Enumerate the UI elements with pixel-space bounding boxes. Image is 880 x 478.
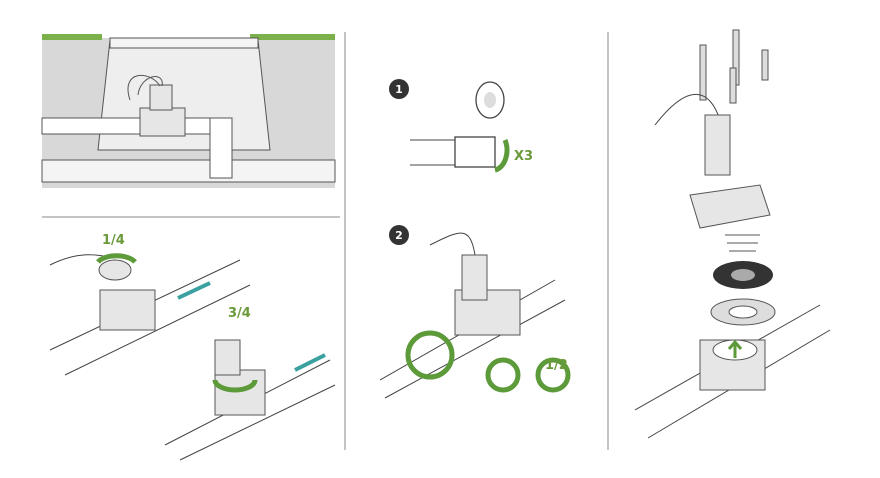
grass bbox=[42, 34, 102, 40]
flow-arrow-icon bbox=[177, 281, 211, 300]
quarter-turn-label: 1/4 bbox=[102, 233, 125, 248]
flow-arrow-icon bbox=[294, 353, 326, 372]
valve-box-illustration bbox=[41, 34, 336, 188]
up-arrow-icon bbox=[727, 339, 743, 358]
half-turn-label: 1/2 bbox=[545, 358, 568, 373]
step1-teflon-tape: 1 X3 bbox=[389, 79, 533, 173]
svg-text:2: 2 bbox=[395, 229, 403, 242]
wrap-count-label: X3 bbox=[514, 149, 533, 164]
step2-install-valve: 2 1/2 bbox=[379, 225, 571, 399]
three-quarter-turn-label: 3/4 bbox=[228, 306, 251, 321]
grass bbox=[250, 34, 335, 40]
wrench-turn-icon bbox=[535, 357, 571, 393]
exploded-valve-view bbox=[634, 29, 831, 439]
manual-bleed-illustration: 1/4 3/4 bbox=[49, 233, 336, 461]
step-badge bbox=[389, 225, 409, 245]
hand-tighten-icon bbox=[485, 357, 521, 393]
svg-text:1: 1 bbox=[395, 83, 403, 96]
step-badge bbox=[389, 79, 409, 99]
